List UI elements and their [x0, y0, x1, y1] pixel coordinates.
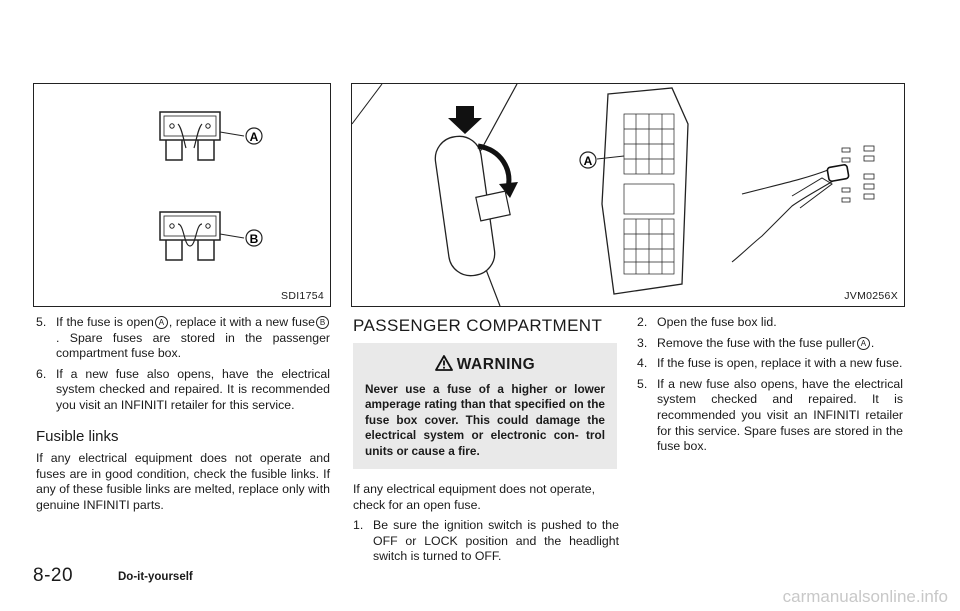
item-text: Open the fuse box lid. [657, 315, 777, 329]
item-text: , replace it with a new fuse [168, 315, 316, 329]
item-text: If the fuse is open [56, 315, 154, 329]
item-text: If the fuse is open, replace it with a n… [657, 356, 903, 371]
list-item: 5. If a new fuse also opens, have the el… [637, 377, 903, 455]
fuse-box-figure: A JVM0256X [351, 83, 905, 307]
fuse-box-illustration: A [351, 83, 875, 307]
item-text: If a new fuse also opens, have the elect… [657, 376, 903, 454]
section-heading: PASSENGER COMPARTMENT [353, 316, 603, 335]
warning-text: Never use a fuse of a higher or lower am… [365, 382, 605, 458]
fuse-illustration: A B [159, 111, 263, 261]
item-number: 5. [637, 376, 648, 391]
callout-a-label: A [250, 130, 259, 144]
figure-code: JVM0256X [844, 290, 898, 302]
paragraph: If any electrical equipment does not ope… [353, 482, 595, 512]
item-text: Be sure the ignition switch is pushed to… [373, 518, 619, 564]
item-number: 3. [637, 335, 648, 350]
item-number: 6. [36, 366, 47, 381]
right-column: 2. Open the fuse box lid. 3. Remove the … [637, 315, 903, 460]
callout-a-marker: A [154, 316, 168, 329]
list-item: 6. If a new fuse also opens, have the el… [36, 367, 330, 414]
item-text: . Spare fuses are stored in the passenge… [56, 330, 330, 361]
paragraph: If any electrical equipment does not ope… [36, 451, 330, 512]
good-fuse-drawing [159, 211, 221, 261]
list-item: 2. Open the fuse box lid. [637, 315, 903, 331]
subheading: Fusible links [36, 428, 119, 445]
item-text: Remove the fuse with the fuse puller [657, 335, 856, 350]
page-number: 8-20 [33, 565, 74, 586]
figure-code: SDI1754 [281, 290, 324, 302]
warning-icon [434, 355, 453, 371]
callout-a-marker: A [856, 336, 870, 350]
callout-a-label-right: A [584, 154, 593, 168]
item-number: 2. [637, 315, 648, 329]
item-number: 4. [637, 356, 648, 371]
warning-box: WARNING Never use a fuse of a higher or … [353, 343, 617, 469]
blown-fuse-drawing [159, 111, 221, 161]
fuse-figure: A B SDI1754 [33, 83, 331, 307]
middle-list: 1. Be sure the ignition switch is pushed… [353, 518, 619, 570]
warning-header: WARNING [353, 355, 617, 374]
callout-b-label: B [250, 232, 259, 246]
warning-title: WARNING [456, 356, 536, 373]
list-item: 1. Be sure the ignition switch is pushed… [353, 518, 619, 565]
item-number: 1. [353, 518, 364, 532]
watermark: carmanualsonline.info [782, 587, 948, 606]
section-name: Do-it-yourself [118, 571, 193, 583]
callout-b-marker: B [316, 316, 330, 329]
item-number: 5. [36, 315, 47, 329]
list-item: 4. If the fuse is open, replace it with … [637, 356, 903, 372]
item-text: If a new fuse also opens, have the elect… [56, 366, 330, 412]
